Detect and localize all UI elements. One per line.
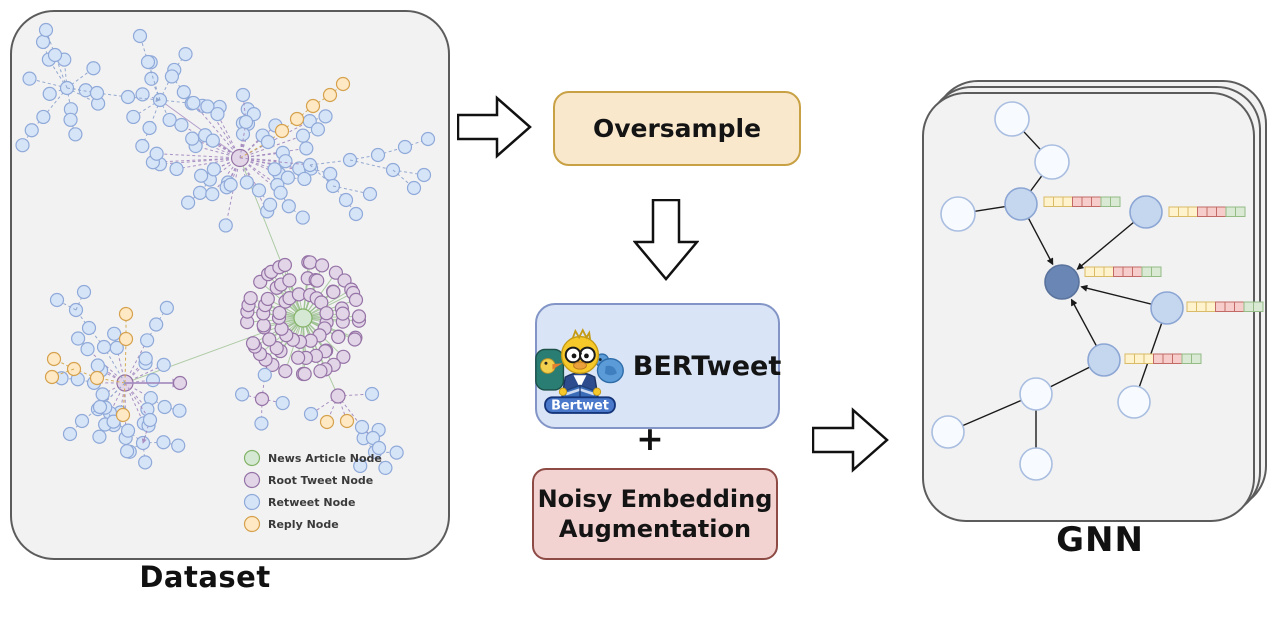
block-arrow-right-2-icon	[812, 407, 889, 473]
svg-text:Root Tweet Node: Root Tweet Node	[268, 474, 373, 487]
bertweet-label: BERTweet	[632, 350, 782, 382]
block-arrow-right-icon	[457, 95, 532, 159]
noisy-embedding-box: Noisy Embedding Augmentation	[532, 468, 778, 560]
bertweet-box: Bertwet BERTweet	[534, 303, 782, 429]
noisy-label-line2: Augmentation	[558, 515, 752, 543]
plus-symbol: +	[636, 419, 664, 458]
block-arrow-down-icon	[633, 199, 699, 281]
svg-text:Reply Node: Reply Node	[268, 518, 339, 531]
bertweet-logo-icon: Bertwet	[534, 328, 624, 414]
oversample-box: Oversample	[553, 91, 801, 166]
gnn-panel	[922, 92, 1264, 522]
dataset-label: Dataset	[139, 560, 271, 594]
gnn-label: GNN	[1056, 520, 1144, 560]
bertweet-logo-text: Bertwet	[551, 399, 609, 414]
gnn-graph	[931, 101, 1264, 481]
noisy-label-line1: Noisy Embedding	[537, 485, 773, 513]
svg-text:Retweet Node: Retweet Node	[268, 496, 355, 509]
oversample-label: Oversample	[592, 114, 762, 143]
svg-text:News Article Node: News Article Node	[268, 452, 382, 465]
